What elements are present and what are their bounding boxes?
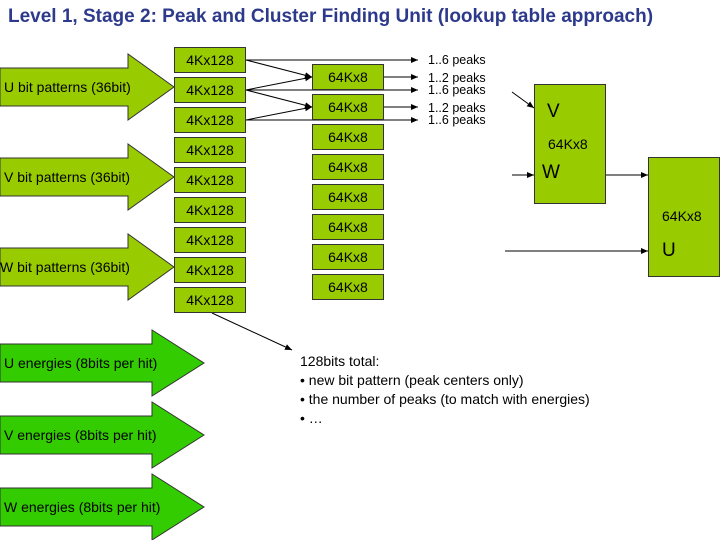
output-label: 1..2 peaks [428, 101, 486, 115]
lut-64k-8: 64Kx8 [312, 274, 384, 300]
lut-64k-7: 64Kx8 [312, 244, 384, 270]
connector [211, 312, 293, 351]
lut-64k-6: 64Kx8 [312, 214, 384, 240]
lut-4k-3: 4Kx128 [174, 107, 246, 133]
vw-unit: V 64Kx8 W [534, 84, 606, 204]
lut-64k-5: 64Kx8 [312, 184, 384, 210]
lut-4k-9: 4Kx128 [174, 287, 246, 313]
v-bit-label: V bit patterns (36bit) [4, 169, 131, 185]
w-energy-label: W energies (8bits per hit) [4, 499, 161, 515]
lut-4k-1: 4Kx128 [174, 47, 246, 73]
w-bit-label: W bit patterns (36bit) [0, 259, 130, 275]
lut-4k-6: 4Kx128 [174, 197, 246, 223]
vw-unit-w-label: W [542, 162, 560, 183]
lut-4k-5: 4Kx128 [174, 167, 246, 193]
notes-item: • new bit pattern (peak centers only) [300, 372, 524, 388]
vw-unit-v-label: V [547, 101, 560, 122]
lut-4k-4: 4Kx128 [174, 137, 246, 163]
u-unit-size: 64Kx8 [662, 208, 702, 224]
lut-4k-8: 4Kx128 [174, 257, 246, 283]
u-energy-label: U energies (8bits per hit) [4, 355, 158, 371]
w-energy-arrow [0, 473, 205, 540]
u-unit: 64Kx8 U [648, 157, 720, 277]
output-label: 1..6 peaks [428, 113, 486, 127]
v-bit-arrow [0, 143, 175, 211]
connector [245, 105, 313, 121]
vw-unit-size: 64Kx8 [548, 136, 588, 152]
connector [511, 91, 535, 109]
notes-item: • the number of peaks (to match with ene… [300, 391, 590, 407]
connector [245, 59, 313, 79]
v-energy-arrow [0, 401, 205, 469]
lut-4k-2: 4Kx128 [174, 77, 246, 103]
connector [245, 75, 313, 91]
u-bit-label: U bit patterns (36bit) [4, 79, 131, 95]
output-label: 1..6 peaks [428, 83, 486, 97]
lut-64k-3: 64Kx8 [312, 124, 384, 150]
v-energy-label: V energies (8bits per hit) [4, 427, 157, 443]
u-bit-arrow [0, 53, 175, 121]
notes-block: 128bits total: • new bit pattern (peak c… [300, 352, 590, 428]
u-energy-arrow [0, 329, 205, 397]
u-unit-u-label: U [662, 240, 676, 261]
output-label: 1..6 peaks [428, 53, 486, 67]
lut-64k-1: 64Kx8 [312, 64, 384, 90]
w-bit-arrow [0, 233, 175, 301]
notes-header: 128bits total: [300, 353, 380, 369]
lut-4k-7: 4Kx128 [174, 227, 246, 253]
page-title: Level 1, Stage 2: Peak and Cluster Findi… [8, 6, 654, 27]
lut-64k-4: 64Kx8 [312, 154, 384, 180]
connector [245, 89, 313, 109]
output-label: 1..2 peaks [428, 71, 486, 85]
lut-64k-2: 64Kx8 [312, 94, 384, 120]
notes-item: • … [300, 410, 323, 426]
